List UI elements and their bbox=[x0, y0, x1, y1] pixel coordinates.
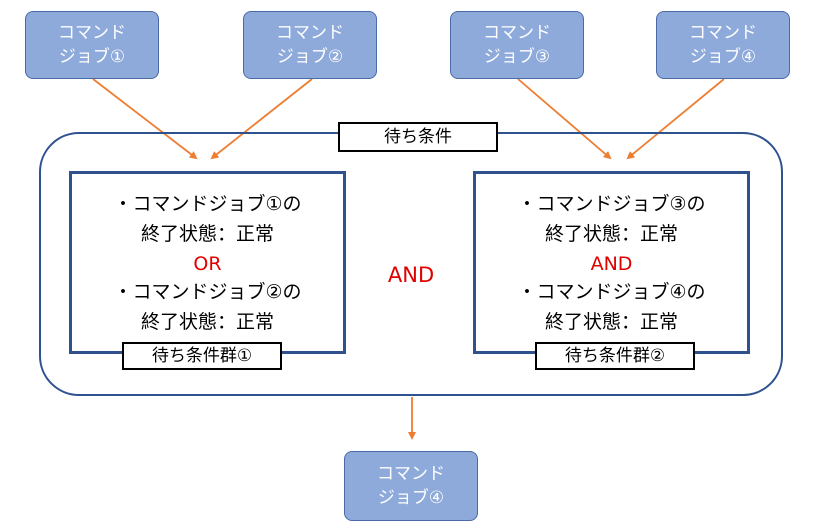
group1-cond1-line2: 終了状態：正常 bbox=[140, 223, 274, 245]
wait-condition-group-2: ・コマンドジョブ③の 終了状態：正常 AND ・コマンドジョブ④の 終了状態：正… bbox=[473, 171, 750, 354]
arrow-job3 bbox=[517, 78, 612, 160]
group1-cond2-line2: 終了状態：正常 bbox=[140, 311, 274, 333]
arrow-job4 bbox=[626, 78, 725, 160]
arrow-job2 bbox=[210, 78, 313, 160]
job-label-line1: コマンド bbox=[377, 464, 445, 484]
job-label-line1: コマンド bbox=[276, 23, 344, 43]
wait-condition-label: 待ち条件 bbox=[338, 122, 498, 152]
group1-operator: OR bbox=[193, 253, 222, 275]
wait-condition-group-1: ・コマンドジョブ①の 終了状態：正常 OR ・コマンドジョブ②の 終了状態：正常 bbox=[69, 171, 346, 354]
job-label-line2: ジョブ④ bbox=[689, 47, 757, 67]
job-label-line2: ジョブ③ bbox=[483, 47, 551, 67]
group2-cond1-line2: 終了状態：正常 bbox=[544, 223, 678, 245]
job-label-line2: ジョブ① bbox=[58, 47, 126, 67]
job-label-line1: コマンド bbox=[58, 23, 126, 43]
job-label-line1: コマンド bbox=[483, 23, 551, 43]
job-label-line2: ジョブ④ bbox=[377, 488, 445, 508]
command-job-3[interactable]: コマンド ジョブ③ bbox=[450, 11, 584, 79]
group2-cond2-line1: ・コマンドジョブ④の bbox=[517, 281, 706, 303]
main-operator: AND bbox=[387, 263, 435, 287]
group1-cond1-line1: ・コマンドジョブ①の bbox=[113, 193, 302, 215]
arrow-job1 bbox=[92, 78, 198, 160]
group2-cond2-line2: 終了状態：正常 bbox=[544, 311, 678, 333]
command-job-1[interactable]: コマンド ジョブ① bbox=[25, 11, 159, 79]
group2-operator: AND bbox=[590, 253, 633, 275]
group2-cond1-line1: ・コマンドジョブ③の bbox=[517, 193, 706, 215]
command-job-2[interactable]: コマンド ジョブ② bbox=[243, 11, 377, 79]
group2-label: 待ち条件群② bbox=[535, 342, 695, 370]
job-label-line2: ジョブ② bbox=[276, 47, 344, 67]
group1-cond2-line1: ・コマンドジョブ②の bbox=[113, 281, 302, 303]
command-job-bottom[interactable]: コマンド ジョブ④ bbox=[344, 451, 478, 521]
job-label-line1: コマンド bbox=[689, 23, 757, 43]
command-job-4[interactable]: コマンド ジョブ④ bbox=[656, 11, 790, 79]
group1-label: 待ち条件群① bbox=[122, 342, 282, 370]
